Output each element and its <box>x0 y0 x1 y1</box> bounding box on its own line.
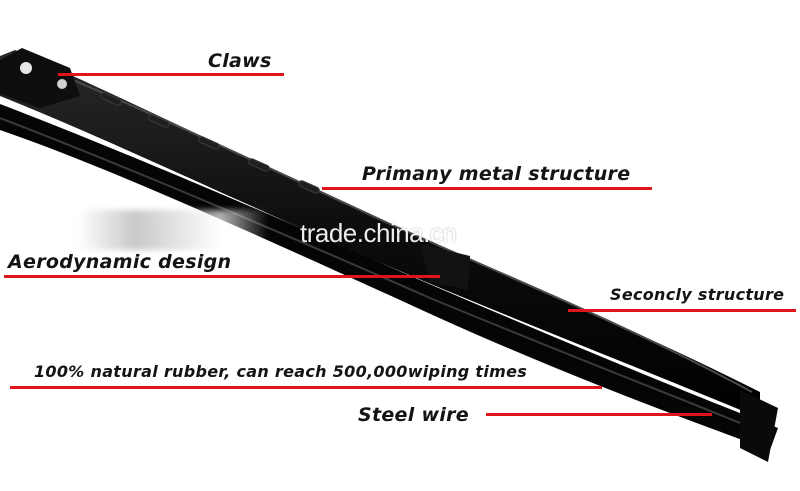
primary-metal-structure-pointer <box>322 187 652 190</box>
spoiler-clip <box>420 244 470 290</box>
aerodynamic-design-label: Aerodynamic design <box>8 251 232 273</box>
claw-hole <box>20 62 32 74</box>
watermark: trade.china.cn <box>300 218 457 248</box>
steel-wire-label: Steel wire <box>358 404 469 426</box>
steel-wire-pointer <box>486 413 712 416</box>
blurred-watermark-patch <box>78 210 268 250</box>
claws-label: Claws <box>208 50 272 72</box>
secondary-structure-label: Seconcly structure <box>610 285 785 304</box>
claw-hole <box>57 79 67 89</box>
rubber-edge-highlight <box>0 117 773 437</box>
spine-highlight <box>9 53 753 393</box>
claws-pointer <box>58 73 284 76</box>
aerodynamic-design-pointer <box>4 275 440 278</box>
secondary-structure-pointer <box>568 309 796 312</box>
claws-end <box>0 48 80 108</box>
primary-metal-structure-label: Primany metal structure <box>362 163 631 185</box>
natural-rubber-pointer <box>10 386 602 389</box>
end-cap <box>740 390 778 462</box>
metal-spine <box>0 50 760 418</box>
natural-rubber-label: 100% natural rubber, can reach 500,000wi… <box>34 362 528 381</box>
spine-slots <box>100 92 320 194</box>
